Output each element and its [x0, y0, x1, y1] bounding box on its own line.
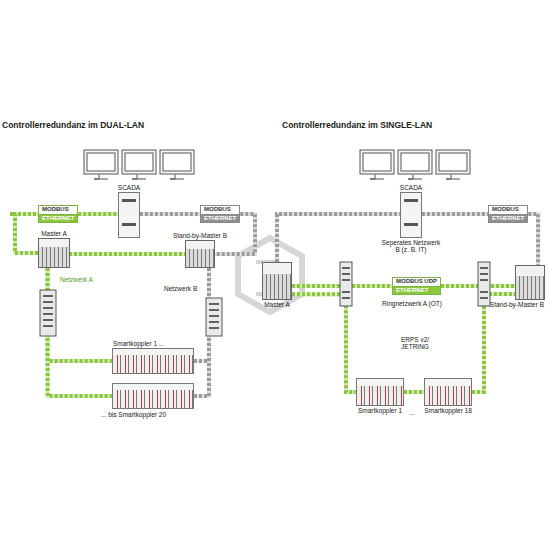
smart-coupler: Smartkoppler 1 ... — [112, 348, 194, 374]
ellipsis: ... — [409, 409, 414, 416]
controller-device: Stand-by-Master B — [185, 240, 215, 268]
smart-coupler: Smartkoppler 18 — [424, 378, 472, 406]
watermark-logo — [238, 238, 302, 312]
network-label: Netzwerk A — [60, 276, 93, 283]
smart-coupler: ... bis Smartkoppler 20 — [112, 383, 194, 409]
device-label: Master A — [264, 301, 290, 308]
network-type: ETHERNET — [200, 215, 240, 224]
protocol-tag: MODBUSETHERNET — [200, 205, 240, 223]
device-label: SCADA — [118, 184, 140, 191]
ot-network-cable — [78, 214, 118, 215]
monitor-icons — [360, 150, 470, 179]
ot-network-cable — [472, 294, 515, 392]
network-type: ETHERNET — [392, 287, 441, 296]
ot-network-cable — [48, 268, 112, 361]
ot-network-cable — [48, 268, 112, 396]
device-label: Smartkoppler 1 ... — [113, 340, 164, 347]
network-label: Seperates Netzwerk B (z. B. IT) — [380, 239, 442, 253]
network-label: Netzwerk B — [164, 285, 197, 292]
scada-server: SCADA — [400, 192, 422, 238]
section-title: Controllerredundanz im SINGLE-LAN — [282, 120, 432, 130]
it-network-cable — [277, 214, 400, 262]
it-network-cable — [140, 214, 200, 215]
device-label: Master A — [41, 230, 67, 237]
device-label: Smartkoppler 18 — [424, 407, 472, 414]
monitor-icons — [84, 150, 194, 179]
device-label: Smartkoppler 1 — [358, 407, 402, 414]
ot-network-cable — [292, 285, 392, 286]
network-type: ETHERNET — [38, 215, 78, 224]
protocol-name: MODBUS UDP — [392, 277, 441, 287]
it-network-cable — [194, 268, 209, 361]
ot-network-cable — [70, 253, 185, 254]
protocol-note: ERPS v2/ JETRING — [395, 336, 435, 350]
smart-coupler: Smartkoppler 1 — [356, 378, 404, 406]
device-label: Stand-by-Master B — [173, 232, 227, 239]
protocol-name: MODBUS — [200, 205, 240, 215]
controller-device: Master A — [262, 262, 292, 300]
network-label: Ringnetzwerk A (OT) — [372, 300, 452, 307]
ot-network-cable — [292, 294, 356, 392]
device-label: Stand-by-Master B — [490, 301, 544, 308]
section-title: Controllerredundanz im DUAL-LAN — [2, 120, 144, 130]
device-label: SCADA — [400, 184, 422, 191]
controller-device: Stand-by-Master B — [515, 265, 545, 300]
ot-network-cable — [15, 214, 38, 253]
it-network-cable — [422, 214, 488, 215]
protocol-tag: MODBUSETHERNET — [38, 205, 78, 223]
protocol-tag: MODBUS UDPETHERNET — [392, 277, 441, 295]
protocol-tag: MODBUSETHERNET — [488, 205, 528, 223]
ot-network-cable — [404, 392, 424, 393]
controller-device: Master A — [38, 238, 70, 268]
scada-server: SCADA — [118, 192, 140, 238]
network-type: ETHERNET — [488, 215, 528, 224]
protocol-name: MODBUS — [488, 205, 528, 215]
ot-network-cable — [441, 286, 515, 287]
protocol-name: MODBUS — [38, 205, 78, 215]
it-network-cable — [528, 214, 538, 265]
device-label: ... bis Smartkoppler 20 — [101, 411, 166, 418]
